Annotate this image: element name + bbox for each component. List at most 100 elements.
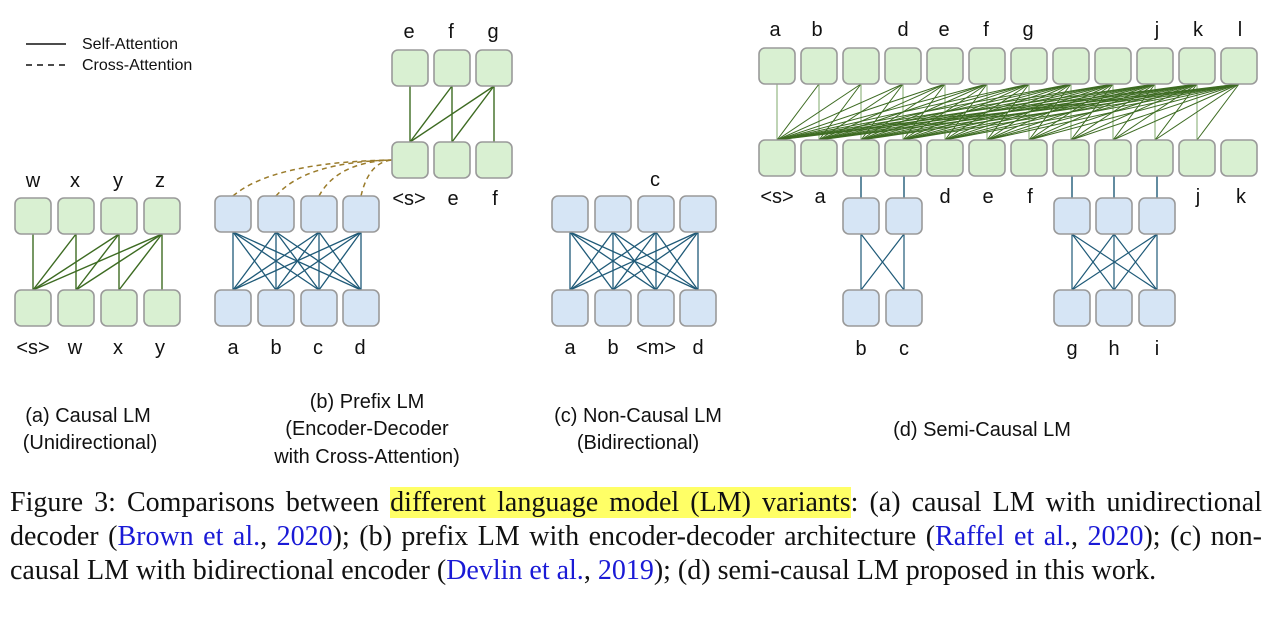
cross-attention-line	[232, 159, 393, 197]
self-attention-line	[776, 83, 1030, 141]
citation-link[interactable]: Brown et al.	[117, 521, 261, 552]
panel-a-bottom-token: y	[155, 337, 165, 359]
caption-text: ); (c) non-causal LM with bidirectional …	[10, 521, 1262, 586]
token-box	[594, 195, 632, 233]
panel-d-mid-token: f	[1027, 186, 1033, 208]
panel-d-top-token: k	[1193, 19, 1204, 41]
cross-attention-line	[360, 159, 393, 197]
panel-c-title: (c) Non-Causal LM	[554, 405, 722, 427]
panel-a-bottom-token: x	[113, 337, 123, 359]
token-box	[14, 289, 52, 327]
self-attention-line	[776, 83, 988, 141]
encoder-attention-line	[318, 231, 362, 291]
token-box	[1010, 47, 1048, 85]
panel-b-mid-token: <s>	[392, 188, 425, 210]
panel-c-bottom-token: b	[607, 337, 618, 359]
token-box	[884, 47, 922, 85]
token-box	[1052, 47, 1090, 85]
token-box	[637, 289, 675, 327]
panel-b-top-token: g	[487, 21, 498, 43]
panel-a-bottom-token: w	[67, 337, 83, 359]
token-box	[842, 47, 880, 85]
self-attention-line	[32, 233, 77, 291]
panel-a-bottom-token: <s>	[16, 337, 49, 359]
token-box	[842, 197, 880, 235]
panel-d-title: (d) Semi-Causal LM	[893, 419, 1071, 441]
token-box	[968, 47, 1006, 85]
token-box	[968, 139, 1006, 177]
citation-link[interactable]: Raffel et al.	[935, 521, 1071, 552]
panel-d-top-token: b	[811, 19, 822, 41]
encoder-attention-line	[232, 231, 277, 291]
figure-caption: Figure 3: Comparisons between different …	[10, 486, 1262, 588]
token-box	[1094, 47, 1132, 85]
token-box	[1136, 47, 1174, 85]
token-box	[100, 289, 138, 327]
panel-b-top-token: f	[448, 21, 454, 43]
caption-text: : (a) causal LM with unidirectional deco…	[10, 487, 1262, 552]
token-box	[433, 141, 471, 179]
citation-year-link[interactable]: 2020	[1087, 521, 1144, 552]
token-box	[1220, 139, 1258, 177]
token-box	[1220, 47, 1258, 85]
panel-b: e f g <s> e f a b c d (b) Prefix LM (Enc…	[227, 21, 498, 468]
encoder-attention-line	[655, 231, 699, 291]
panel-d-top-token: j	[1154, 19, 1159, 41]
panel-a-top-token: x	[70, 170, 80, 192]
encoder-attention-line	[232, 231, 362, 291]
token-box	[679, 289, 717, 327]
self-attention-line	[32, 233, 163, 291]
token-box	[551, 195, 589, 233]
attention-lines	[32, 83, 1240, 291]
self-attention-line	[776, 83, 862, 141]
panel-d-top-token: g	[1022, 19, 1033, 41]
self-attention-line	[118, 233, 163, 291]
cross-attention-line	[275, 159, 393, 197]
panel-c-bottom-token: a	[564, 337, 576, 359]
caption-separator: ,	[583, 555, 598, 586]
panel-a-top-token: w	[25, 170, 41, 192]
self-attention-line	[451, 85, 495, 143]
token-box	[637, 195, 675, 233]
self-attention-line	[776, 83, 1240, 141]
token-box	[1053, 289, 1091, 327]
panel-b-title: (b) Prefix LM	[310, 391, 424, 413]
token-box	[1010, 139, 1048, 177]
self-attention-line	[1028, 83, 1240, 141]
panel-d-mid-token: <s>	[760, 186, 793, 208]
token-box	[342, 195, 380, 233]
token-box	[1095, 197, 1133, 235]
token-box	[800, 139, 838, 177]
self-attention-line	[1112, 83, 1240, 141]
self-attention-line	[1154, 83, 1240, 141]
token-box	[143, 289, 181, 327]
token-box	[14, 197, 52, 235]
panel-b-mid-token: e	[447, 188, 458, 210]
token-box	[1136, 139, 1174, 177]
citation-year-link[interactable]: 2019	[597, 555, 654, 586]
token-box	[842, 289, 880, 327]
citation-year-link[interactable]: 2020	[276, 521, 333, 552]
caption-text: ); (d) semi-causal LM proposed in this w…	[653, 555, 1157, 586]
token-box	[1095, 289, 1133, 327]
panel-d-mid-token: d	[939, 186, 950, 208]
panel-b-mid-token: f	[492, 188, 498, 210]
panel-d-top-token: e	[938, 19, 949, 41]
token-boxes	[14, 47, 1258, 327]
encoder-attention-line	[1071, 233, 1115, 291]
citation-link[interactable]: Devlin et al.	[446, 555, 584, 586]
token-box	[1052, 139, 1090, 177]
legend-cross-label: Cross-Attention	[82, 57, 192, 74]
caption-text: ); (b) prefix LM with encoder-decoder ar…	[332, 521, 936, 552]
caption-separator: ,	[1070, 521, 1088, 552]
token-box	[257, 289, 295, 327]
panel-c: c a b <m> d (c) Non-Causal LM (Bidirecti…	[554, 169, 722, 454]
token-box	[214, 195, 252, 233]
panel-d: a b d e f g j k l <s> a d e f j k b c g …	[760, 19, 1247, 441]
panel-b-bottom-token: a	[227, 337, 239, 359]
encoder-attention-line	[232, 231, 320, 291]
token-box	[758, 47, 796, 85]
caption-prefix: Figure 3: Comparisons between	[10, 487, 391, 518]
token-box	[679, 195, 717, 233]
panel-d-enc2-token: h	[1108, 338, 1119, 360]
